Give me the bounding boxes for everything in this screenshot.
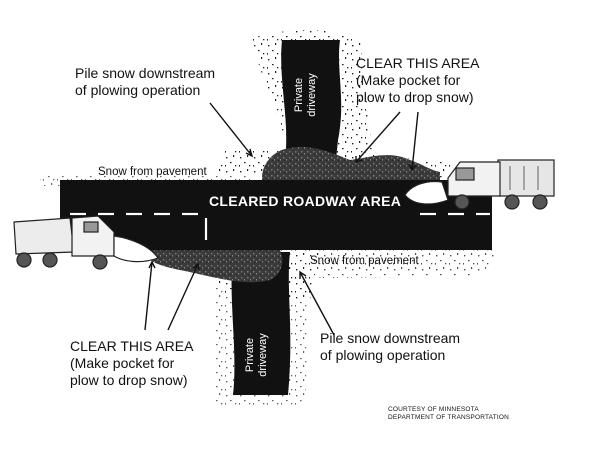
credit-text: COURTESY OF MINNESOTA DEPARTMENT OF TRAN… bbox=[388, 406, 510, 422]
driveway-label-top: Private driveway bbox=[293, 73, 318, 117]
snow-from-pavement-top: Snow from pavement bbox=[98, 166, 207, 178]
driveway-label-bottom: Private driveway bbox=[244, 333, 269, 377]
snowplow-truck-left-icon bbox=[13, 215, 159, 270]
pile-snow-label-bottom: Pile snow downstream of plowing operatio… bbox=[320, 330, 461, 364]
clear-area-label-bottom: CLEAR THIS AREA (Make pocket for plow to… bbox=[70, 338, 194, 389]
driveway-bottom bbox=[231, 252, 291, 395]
center-line bbox=[70, 212, 490, 240]
clear-area-label-top: CLEAR THIS AREA (Make pocket for plow to… bbox=[356, 55, 480, 106]
snowplow-truck-right-icon bbox=[404, 159, 555, 210]
driveway-top bbox=[281, 40, 342, 160]
snow-pile-top bbox=[262, 146, 440, 180]
snow-from-pavement-bottom: Snow from pavement bbox=[310, 255, 419, 267]
roadway-label: CLEARED ROADWAY AREA bbox=[209, 193, 402, 209]
pointer-arrows bbox=[144, 102, 419, 336]
snow-pile-bottom bbox=[140, 250, 283, 283]
pile-snow-label-top: Pile snow downstream of plowing operatio… bbox=[75, 65, 216, 99]
